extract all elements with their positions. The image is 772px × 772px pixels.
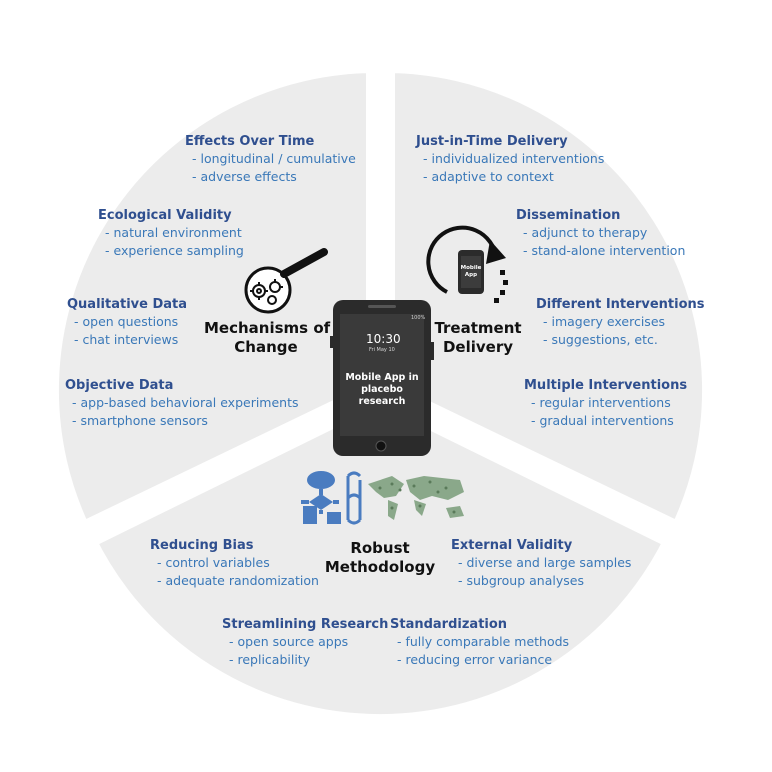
- block-streamlining-research: Streamlining Research - open source apps…: [222, 617, 388, 669]
- sector-title-delivery-line2: Delivery: [442, 338, 514, 356]
- block-heading: Standardization: [390, 617, 508, 632]
- sector-title-delivery: Treatment Delivery: [432, 319, 524, 357]
- block-dissemination: Dissemination - adjunct to therapy - sta…: [516, 208, 685, 260]
- block-item: - individualized interventions: [423, 151, 605, 166]
- world-map-icon: [368, 476, 464, 520]
- block-item: - natural environment: [105, 225, 242, 240]
- block-multiple-interventions: Multiple Interventions - regular interve…: [524, 378, 687, 430]
- mini-phone-label: Mobile App: [458, 265, 484, 279]
- block-heading: Reducing Bias: [150, 538, 254, 553]
- block-item: - open questions: [74, 314, 179, 329]
- block-heading: Qualitative Data: [67, 297, 188, 312]
- block-reducing-bias: Reducing Bias - control variables - adeq…: [150, 538, 319, 590]
- block-external-validity: External Validity - diverse and large sa…: [451, 538, 631, 590]
- flowchart-icon: [301, 471, 341, 524]
- sector-title-delivery-line1: Treatment: [434, 319, 522, 337]
- block-item: - adverse effects: [192, 169, 297, 184]
- block-item: - adequate randomization: [157, 573, 319, 588]
- sector-methodology: [74, 385, 686, 732]
- sector-title-methodology-line2: Methodology: [324, 558, 436, 576]
- mini-phone-label-line1: Mobile: [460, 265, 482, 271]
- block-ecological-validity: Ecological Validity - natural environmen…: [98, 208, 244, 260]
- sector-title-mechanisms: Mechanisms of Change: [204, 319, 331, 357]
- block-effects-over-time: Effects Over Time - longitudinal / cumul…: [185, 134, 356, 186]
- sector-title-methodology: Robust Methodology: [320, 539, 440, 577]
- block-standardization: Standardization - fully comparable metho…: [390, 617, 569, 669]
- block-item: - chat interviews: [74, 332, 179, 347]
- sector-background: [40, 54, 721, 732]
- phone-date: Fri May 10: [369, 347, 395, 353]
- block-heading: Effects Over Time: [185, 134, 315, 149]
- block-item: - subgroup analyses: [458, 573, 584, 588]
- block-heading: Multiple Interventions: [524, 378, 688, 393]
- phone-label-line2: placebo research: [358, 384, 406, 407]
- block-item: - open source apps: [229, 634, 349, 649]
- sector-mechanisms: [40, 54, 384, 544]
- block-item: - adaptive to context: [423, 169, 554, 184]
- block-heading: Streamlining Research: [222, 617, 389, 632]
- block-heading: Different Interventions: [536, 297, 705, 312]
- block-heading: Dissemination: [516, 208, 621, 223]
- block-item: - adjunct to therapy: [523, 225, 648, 240]
- block-heading: Ecological Validity: [98, 208, 232, 223]
- block-different-interventions: Different Interventions - imagery exerci…: [536, 297, 705, 349]
- block-item: - imagery exercises: [543, 314, 666, 329]
- block-objective-data: Objective Data - app-based behavioral ex…: [65, 378, 299, 430]
- block-qualitative-data: Qualitative Data - open questions - chat…: [67, 297, 187, 349]
- block-item: - smartphone sensors: [72, 413, 208, 428]
- block-item: - reducing error variance: [397, 652, 553, 667]
- block-item: - experience sampling: [105, 243, 244, 258]
- sector-delivery: [377, 54, 721, 544]
- sector-title-methodology-line1: Robust: [350, 539, 410, 557]
- sector-title-mechanisms-line1: Mechanisms of: [204, 319, 331, 337]
- phone-device: [330, 300, 434, 456]
- magnifier-gears-icon: [244, 248, 328, 314]
- block-item: - stand-alone intervention: [523, 243, 686, 258]
- block-item: - control variables: [157, 555, 270, 570]
- phone-battery: 100%: [411, 315, 426, 321]
- block-item: - suggestions, etc.: [543, 332, 658, 347]
- phone-label-line1: Mobile App in: [345, 372, 419, 383]
- circular-arrow-phone-icon: [426, 225, 508, 303]
- block-heading: External Validity: [451, 538, 573, 553]
- block-item: - gradual interventions: [531, 413, 674, 428]
- sector-title-mechanisms-line2: Change: [234, 338, 298, 356]
- block-just-in-time-delivery: Just-in-Time Delivery - individualized i…: [416, 134, 604, 186]
- block-item: - fully comparable methods: [397, 634, 570, 649]
- block-heading: Objective Data: [65, 378, 174, 393]
- block-heading: Just-in-Time Delivery: [416, 134, 568, 149]
- block-item: - replicability: [229, 652, 311, 667]
- block-item: - app-based behavioral experiments: [72, 395, 299, 410]
- phone-label: Mobile App in placebo research: [340, 372, 424, 408]
- dna-icon: [346, 471, 362, 525]
- block-item: - longitudinal / cumulative: [192, 151, 356, 166]
- block-item: - diverse and large samples: [458, 555, 632, 570]
- phone-time: 10:30: [366, 332, 401, 346]
- mini-phone-label-line2: App: [464, 272, 478, 278]
- block-item: - regular interventions: [531, 395, 671, 410]
